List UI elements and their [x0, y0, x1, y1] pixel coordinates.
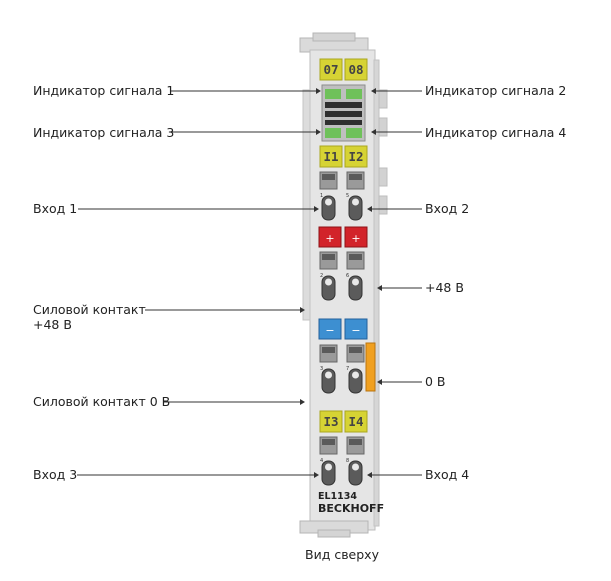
terminal-number-3: 3: [320, 366, 323, 372]
terminal-number-2: 2: [320, 273, 323, 279]
label-signal-indicator-2: Индикатор сигнала 2: [425, 83, 566, 98]
label-zero-v: 0 В: [425, 374, 446, 389]
power-contact-0v-side: [365, 342, 376, 392]
model-label: EL1134: [318, 491, 357, 502]
caption-top-view: Вид сверху: [305, 547, 380, 562]
plus-sign-left: +: [325, 232, 334, 245]
badge-i4: [344, 410, 368, 433]
badge-08-text: 08: [348, 62, 363, 77]
led-signal-3: [325, 128, 341, 138]
terminal-number-6: 6: [346, 273, 349, 279]
label-power-contact-48v-line1: Силовой контакт: [33, 302, 146, 317]
terminal-number-8: 8: [346, 458, 349, 464]
terminal-group-3: 3 7: [319, 344, 365, 394]
minus-sign-left: −: [325, 324, 334, 337]
badge-i4-text: I4: [348, 414, 363, 429]
label-power-contact-0v: Силовой контакт 0 В: [33, 394, 170, 409]
terminal-group-1: 1 5: [319, 171, 365, 221]
power-contact-minus-left: [318, 318, 342, 340]
badge-i1: [319, 145, 343, 168]
badge-i3: [319, 410, 343, 433]
label-signal-indicator-4: Индикатор сигнала 4: [425, 125, 566, 140]
label-signal-indicator-3: Индикатор сигнала 3: [33, 125, 174, 140]
led-signal-4: [346, 128, 362, 138]
terminal-group-4: 4 8: [319, 436, 365, 486]
label-input-1: Вход 1: [33, 201, 77, 216]
led-signal-1: [325, 89, 341, 99]
terminal-number-4: 4: [320, 458, 323, 464]
badge-07-text: 07: [323, 62, 338, 77]
badge-07: [319, 58, 343, 81]
badge-i2: [344, 145, 368, 168]
power-contact-plus-left: [318, 226, 342, 248]
brand-logo: BECKHOFF: [318, 502, 384, 515]
terminal-group-2: 2 6: [319, 251, 365, 301]
badge-i3-text: I3: [323, 414, 338, 429]
terminal-number-1: 1: [320, 193, 323, 199]
label-input-3: Вход 3: [33, 467, 77, 482]
badge-i2-text: I2: [348, 149, 363, 164]
terminal-number-7: 7: [346, 366, 349, 372]
minus-sign-right: −: [351, 324, 360, 337]
terminal-number-5: 5: [346, 193, 349, 199]
terminal-module: 07 08 I1 I2 1 5: [299, 32, 388, 538]
label-input-2: Вход 2: [425, 201, 469, 216]
badge-08: [344, 58, 368, 81]
badge-i1-text: I1: [323, 149, 338, 164]
led-signal-2: [346, 89, 362, 99]
label-input-4: Вход 4: [425, 467, 469, 482]
power-contact-minus-right: [344, 318, 368, 340]
plus-sign-right: +: [351, 232, 360, 245]
callout-labels: Индикатор сигнала 1 Индикатор сигнала 3 …: [33, 83, 566, 562]
led-indicators: [325, 89, 362, 138]
label-signal-indicator-1: Индикатор сигнала 1: [33, 83, 174, 98]
label-plus-48v: +48 В: [425, 280, 464, 295]
power-contact-plus-right: [344, 226, 368, 248]
callout-lines: [77, 88, 422, 478]
label-power-contact-48v-line2: +48 В: [33, 317, 72, 332]
